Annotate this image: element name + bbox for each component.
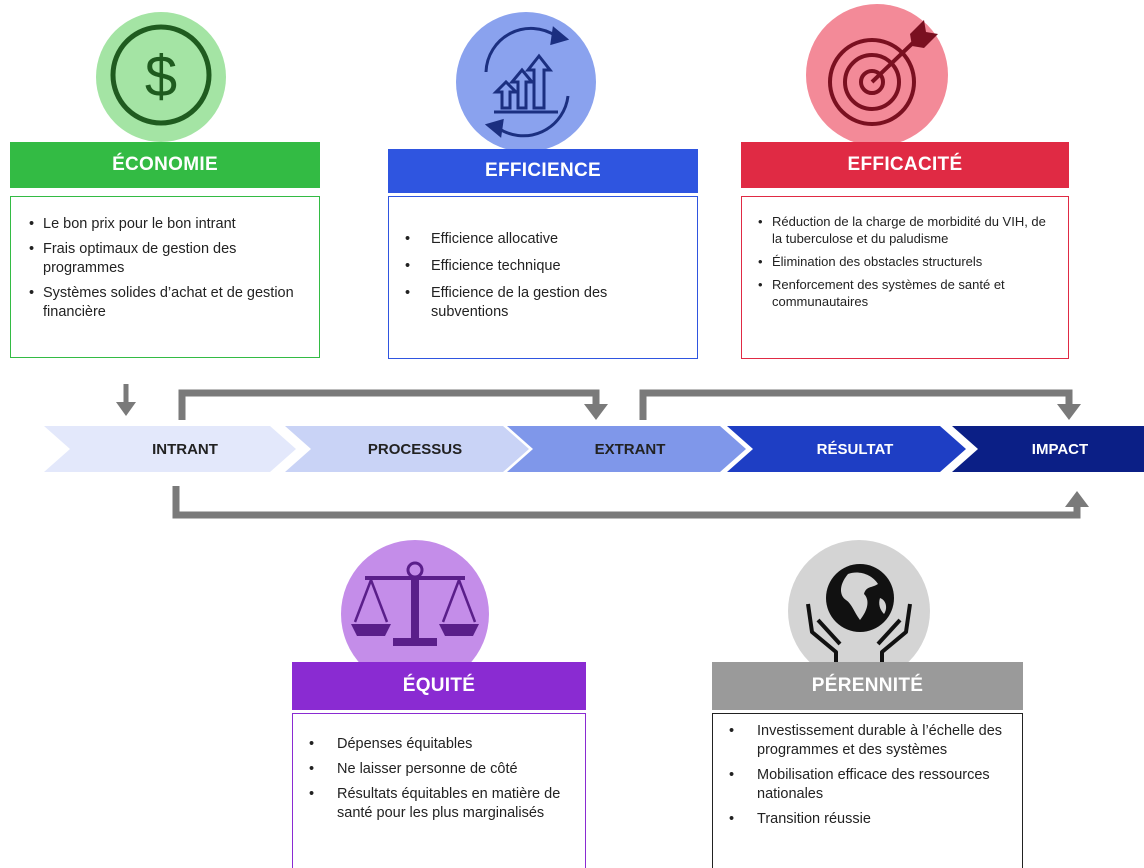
economie-banner: ÉCONOMIE	[10, 142, 320, 188]
list-item: Résultats équitables en matière de santé…	[309, 785, 575, 823]
list-item: Systèmes solides d’achat et de gestion f…	[29, 284, 307, 322]
equite-title: ÉQUITÉ	[402, 675, 476, 696]
list-item: Investissement durable à l’échelle des p…	[729, 722, 1012, 760]
chain-label-intrant: INTRANT	[152, 440, 218, 458]
list-item: Le bon prix pour le bon intrant	[29, 215, 307, 234]
arrow-intrant-extrant	[178, 389, 608, 420]
perennite-box: Investissement durable à l’échelle des p…	[712, 713, 1023, 868]
value-chain	[44, 426, 1144, 472]
efficacite-icon-circle	[806, 4, 948, 146]
chevron-processus	[285, 426, 529, 472]
list-item: Dépenses équitables	[309, 735, 575, 754]
list-item: Efficience technique	[405, 257, 685, 276]
equite-box: Dépenses équitables Ne laisser personne …	[292, 713, 586, 868]
efficience-box: Efficience allocative Efficience techniq…	[388, 196, 698, 359]
chevron-impact	[952, 426, 1144, 472]
list-item: Efficience de la gestion des subventions	[405, 284, 685, 322]
efficience-banner: EFFICIENCE	[388, 149, 698, 193]
efficacite-banner: EFFICACITÉ	[741, 142, 1069, 188]
list-item: Transition réussie	[729, 810, 1012, 829]
list-item: Mobilisation efficace des ressources nat…	[729, 766, 1012, 804]
arrow-economie-intrant	[116, 384, 136, 416]
economie-box: Le bon prix pour le bon intrant Frais op…	[10, 196, 320, 358]
growth-arrows-icon	[484, 26, 570, 138]
chain-label-processus: PROCESSUS	[367, 440, 463, 458]
chain-label-extrant: EXTRANT	[594, 440, 666, 458]
list-item: Ne laisser personne de côté	[309, 760, 575, 779]
perennite-icon-circle	[788, 540, 930, 682]
list-item: Efficience allocative	[405, 230, 685, 249]
list-item: Renforcement des systèmes de santé et co…	[758, 276, 1058, 310]
equite-banner: ÉQUITÉ	[292, 662, 586, 710]
chevron-resultat	[727, 426, 966, 472]
economie-title: ÉCONOMIE	[112, 154, 218, 175]
efficience-title: EFFICIENCE	[485, 160, 601, 181]
chain-label-impact: IMPACT	[1031, 440, 1089, 458]
list-item: Frais optimaux de gestion des programmes	[29, 240, 307, 278]
globe-hands-icon	[806, 564, 912, 666]
arrow-intrant-impact	[172, 486, 1089, 519]
chevron-intrant	[44, 426, 296, 472]
dollar-icon: $	[110, 24, 212, 126]
target-icon	[828, 20, 938, 126]
efficacite-box: Réduction de la charge de morbidité du V…	[741, 196, 1069, 359]
scale-icon	[351, 561, 479, 646]
perennite-banner: PÉRENNITÉ	[712, 662, 1023, 710]
svg-text:$: $	[145, 44, 177, 109]
list-item: Réduction de la charge de morbidité du V…	[758, 213, 1058, 247]
efficience-icon-circle	[456, 12, 596, 152]
perennite-title: PÉRENNITÉ	[811, 675, 924, 696]
efficacite-title: EFFICACITÉ	[847, 154, 963, 175]
economie-icon-circle: $	[96, 12, 226, 142]
arrow-extrant-impact	[639, 389, 1081, 420]
list-item: Élimination des obstacles structurels	[758, 253, 1058, 270]
chevron-extrant	[507, 426, 746, 472]
chain-label-resultat: RÉSULTAT	[816, 440, 894, 458]
